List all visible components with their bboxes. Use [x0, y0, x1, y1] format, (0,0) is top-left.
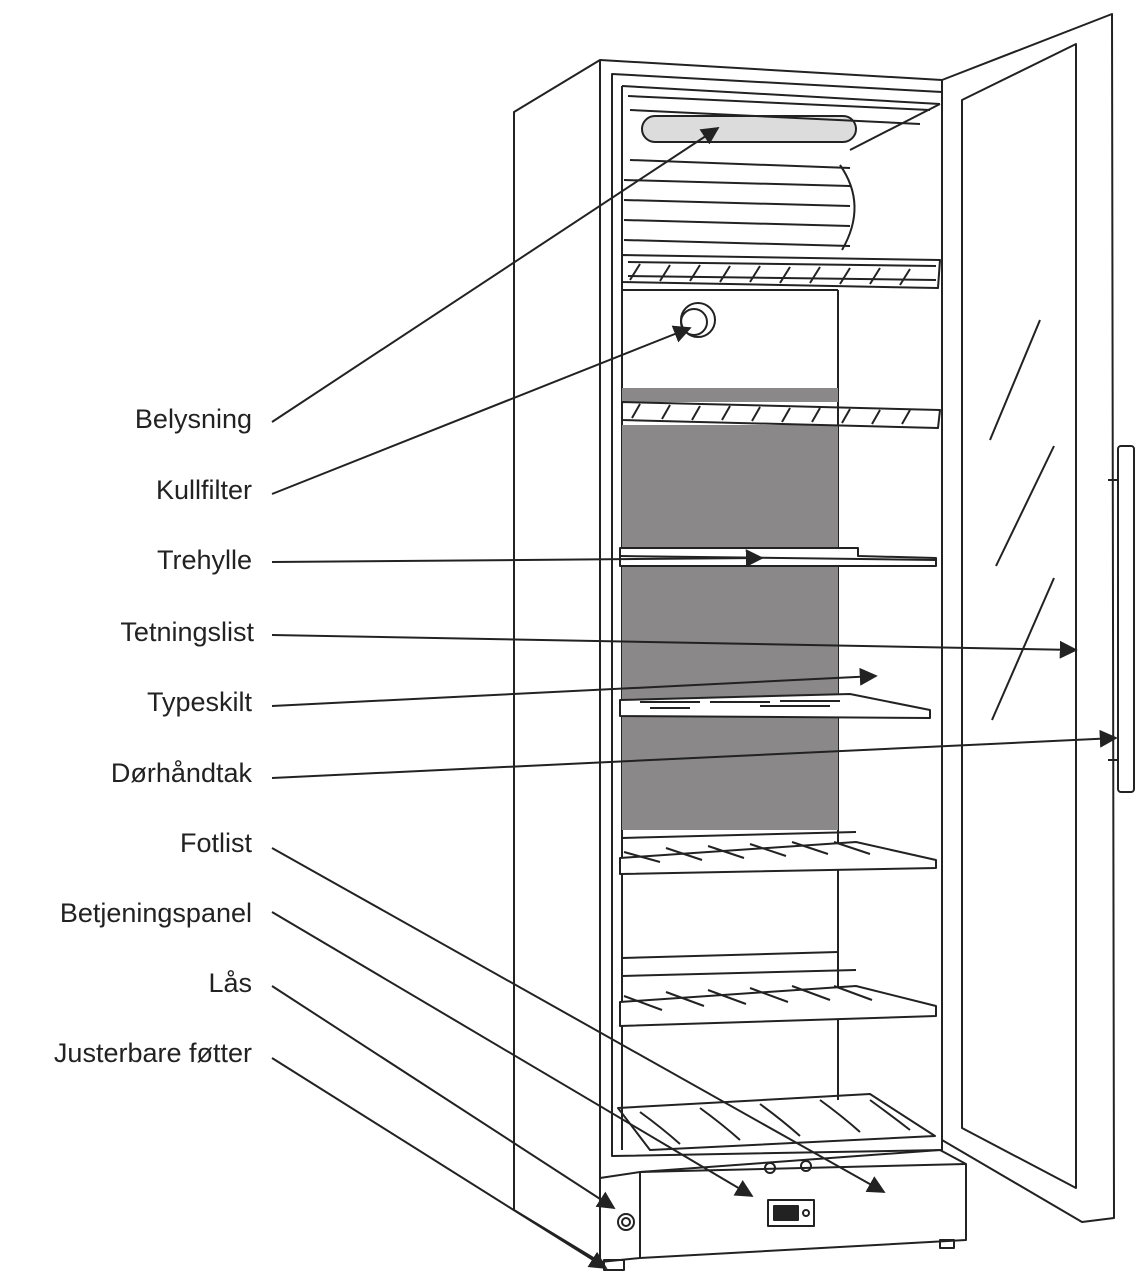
label-belysning: Belysning [134, 404, 252, 434]
carbon-filter [680, 302, 716, 338]
label-justerbare-fotter: Justerbare føtter [53, 1038, 252, 1068]
back-panel [622, 425, 838, 830]
shelf-5 [619, 831, 937, 875]
label-typeskilt: Typeskilt [146, 687, 252, 717]
leader-las [271, 985, 616, 1209]
base-plinth [599, 1149, 967, 1271]
label-tetningslist: Tetningslist [120, 617, 254, 647]
shelf-2 [621, 401, 941, 429]
leader-lines [271, 127, 1118, 1269]
leader-justerbare-fotter [271, 1057, 608, 1269]
leader-dorhandtak [271, 729, 1118, 779]
shelf-1 [621, 254, 941, 289]
label-trehylle: Trehylle [156, 545, 252, 575]
label-las: Lås [208, 968, 252, 998]
label-betjeningspanel: Betjeningspanel [59, 898, 252, 928]
bottom-rack [617, 1093, 936, 1151]
leader-betjeningspanel [271, 911, 754, 1197]
leader-fotlist [271, 847, 886, 1193]
leader-kullfilter [271, 325, 692, 495]
label-kullfilter: Kullfilter [155, 475, 252, 505]
leader-tetningslist [271, 634, 1078, 659]
label-dorhandtak: Dørhåndtak [110, 758, 252, 788]
label-fotlist: Fotlist [179, 828, 252, 858]
top-light-area [623, 95, 941, 251]
glass-door [941, 13, 1115, 1223]
leader-typeskilt [271, 667, 878, 707]
shelf-4 [619, 693, 931, 719]
door-handle [1108, 445, 1135, 793]
shelf-6 [619, 951, 937, 1027]
wooden-shelf [619, 547, 937, 567]
leader-belysning [271, 127, 720, 423]
leader-trehylle [271, 549, 764, 568]
